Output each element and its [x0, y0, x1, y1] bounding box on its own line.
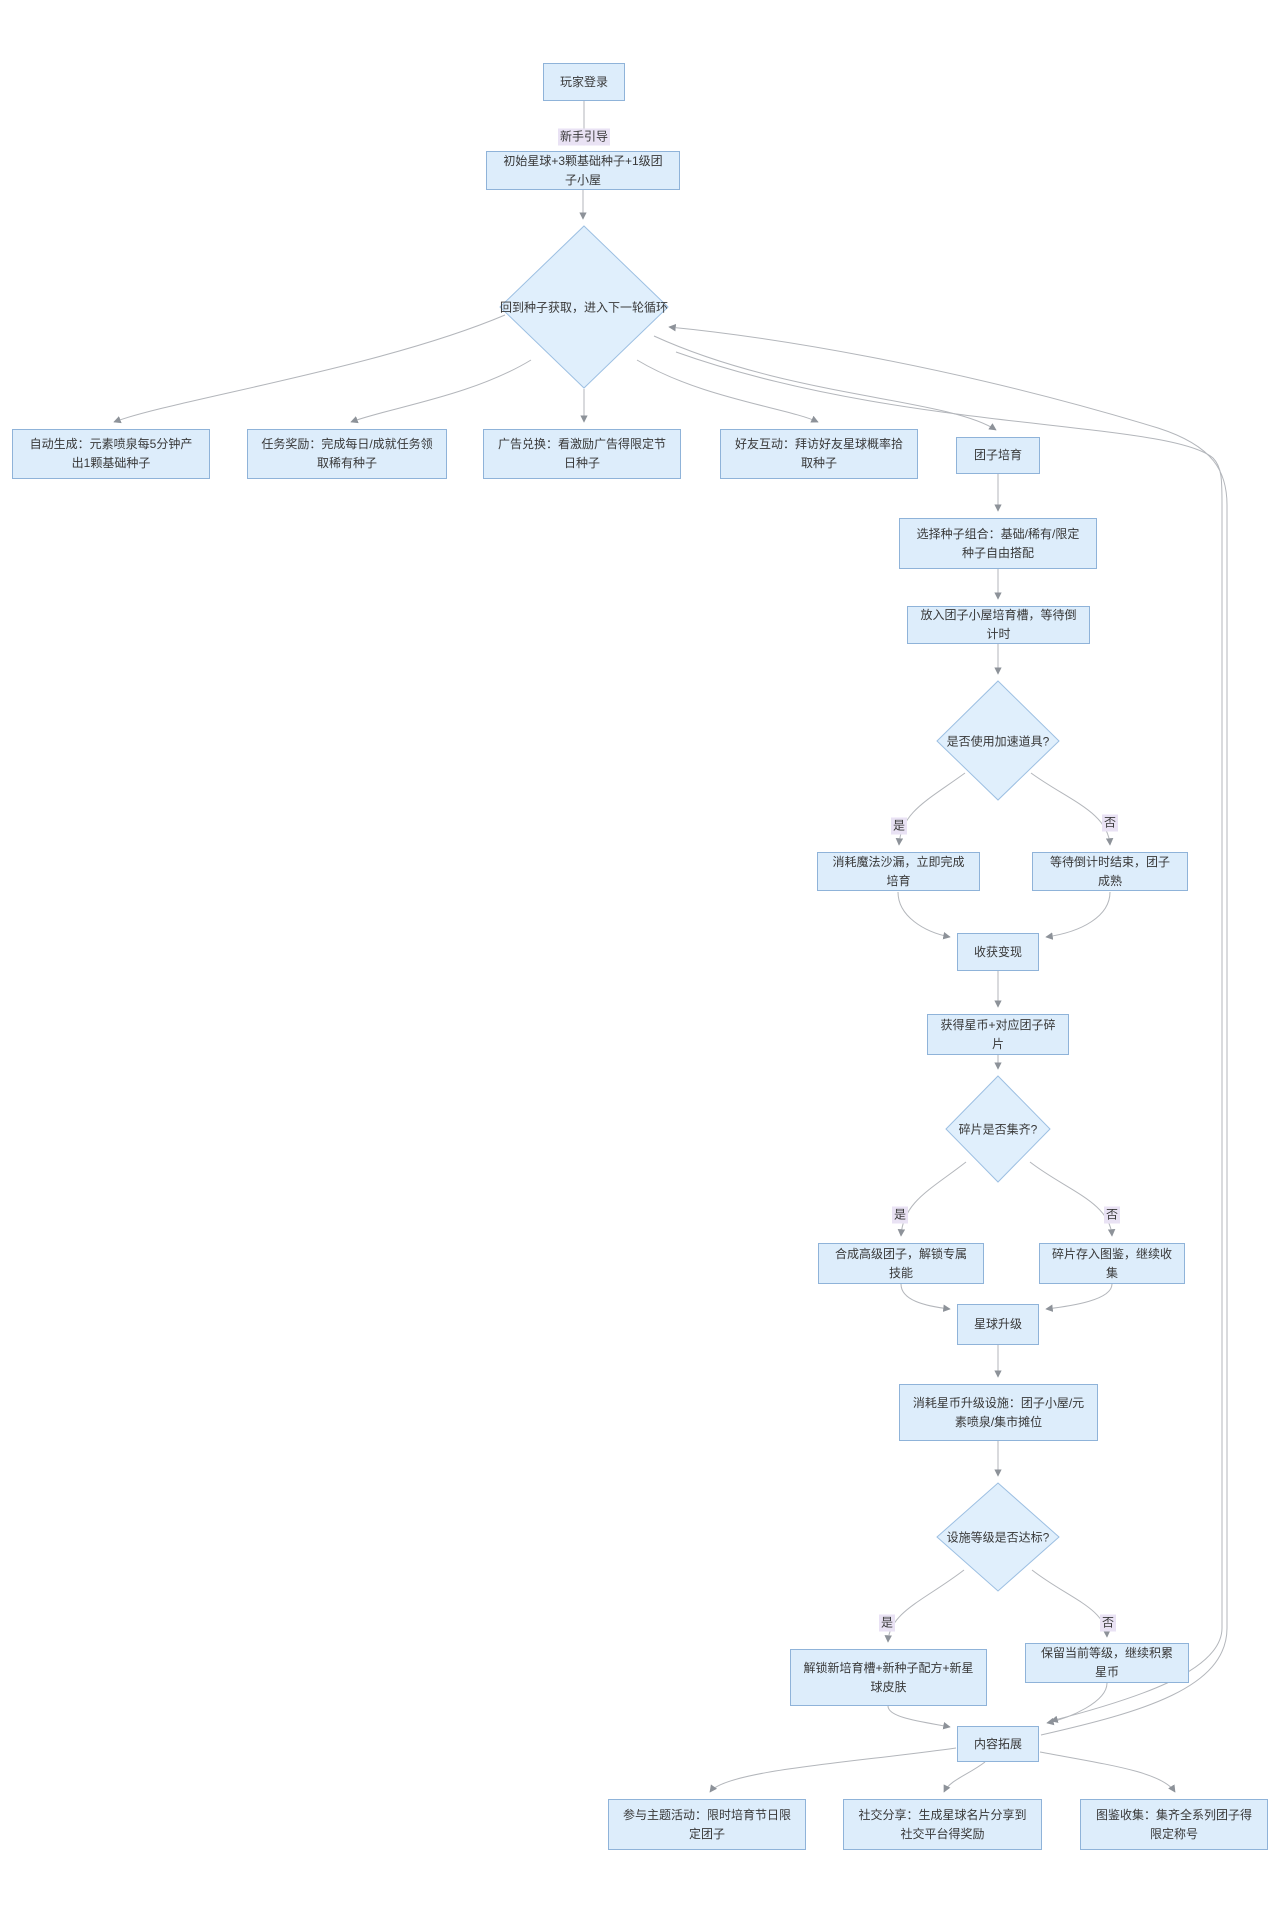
node-tuanzi-cultivation: 团子培育 [956, 437, 1040, 474]
edge-store-planetupgrade [1045, 1283, 1113, 1312]
node-wait-countdown: 等待倒计时结束，团子成熟 [1032, 852, 1188, 891]
use-accelerator-diamond-label: 是否使用加速道具? [946, 734, 1050, 749]
node-content-expansion: 内容拓展 [957, 1726, 1039, 1762]
edge-accelerator-yes [895, 772, 966, 846]
edge-content-cycle-loopback [668, 323, 1228, 1736]
node-unlock-new: 解锁新培育槽+新种子配方+新星球皮肤 [790, 1649, 987, 1706]
edge-synth-planetupgrade [900, 1283, 951, 1312]
edge-label-no-1: 否 [1101, 814, 1119, 832]
edge-accelerator-no [1030, 772, 1114, 846]
node-choose-seed-combo: 选择种子组合：基础/稀有/限定种子自由搭配 [899, 518, 1097, 569]
seed-cycle-diamond-label: 回到种子获取，进入下一轮循环 [499, 300, 669, 315]
edge-content-socialshare [943, 1761, 986, 1793]
edge-cycle-friend [636, 359, 819, 423]
edge-label-yes-3: 是 [878, 1614, 896, 1632]
node-store-fragments: 碎片存入图鉴，继续收集 [1039, 1243, 1185, 1284]
node-ad-exchange: 广告兑换：看激励广告得限定节日种子 [483, 429, 681, 479]
facility-level-diamond [936, 1482, 1060, 1592]
edge-cycle-autogenerate [113, 314, 506, 424]
use-accelerator-diamond [936, 680, 1060, 801]
fragments-complete-diamond [945, 1075, 1051, 1183]
edge-facilitycheck-no [1031, 1569, 1111, 1638]
edge-content-collection [1039, 1751, 1176, 1793]
node-auto-generate: 自动生成：元素喷泉每5分钟产出1颗基础种子 [12, 429, 210, 479]
fragments-complete-diamond-label: 碎片是否集齐? [958, 1122, 1038, 1137]
node-friend-interaction: 好友互动：拜访好友星球概率拾取种子 [720, 429, 918, 479]
edge-unlock-content [887, 1705, 951, 1730]
node-social-share: 社交分享：生成星球名片分享到社交平台得奖励 [843, 1799, 1042, 1850]
node-theme-activity: 参与主题活动：限时培育节日限定团子 [608, 1799, 806, 1850]
edge-content-themeactivity [709, 1747, 957, 1793]
edge-fragcheck-no [1029, 1161, 1116, 1237]
node-harvest: 收获变现 [957, 933, 1039, 971]
edge-fragcheck-yes [897, 1161, 967, 1237]
node-planet-upgrade: 星球升级 [957, 1304, 1039, 1345]
seed-cycle-diamond [499, 225, 669, 389]
edge-cycle-tuanzi [653, 335, 997, 431]
node-initial-planet: 初始星球+3颗基础种子+1级团子小屋 [486, 151, 680, 190]
node-synthesize-advanced: 合成高级团子，解锁专属技能 [818, 1243, 984, 1284]
edge-label-yes-1: 是 [890, 817, 908, 835]
edge-facilitycheck-yes [884, 1569, 965, 1643]
edge-label-no-3: 否 [1099, 1614, 1117, 1632]
edge-cycle-taskreward [350, 359, 532, 424]
edge-label-yes-2: 是 [891, 1206, 909, 1224]
node-catalog-collection: 图鉴收集：集齐全系列团子得限定称号 [1080, 1799, 1268, 1850]
node-put-into-slot: 放入团子小屋培育槽，等待倒计时 [907, 606, 1090, 644]
edge-label-onboarding: 新手引导 [557, 128, 611, 146]
edge-keeplevel-content [1046, 1682, 1108, 1726]
node-keep-level: 保留当前等级，继续积累星币 [1025, 1643, 1189, 1683]
node-consume-starcoin-upgrade: 消耗星币升级设施：团子小屋/元素喷泉/集市摊位 [899, 1384, 1098, 1441]
edge-hourglass-harvest [897, 891, 951, 940]
node-player-login: 玩家登录 [543, 63, 625, 101]
node-task-reward: 任务奖励：完成每日/成就任务领取稀有种子 [247, 429, 447, 479]
facility-level-diamond-label: 设施等级是否达标? [946, 1530, 1050, 1545]
edge-label-no-2: 否 [1103, 1206, 1121, 1224]
node-gain-starcoin: 获得星币+对应团子碎片 [927, 1014, 1069, 1055]
node-consume-hourglass: 消耗魔法沙漏，立即完成培育 [817, 852, 980, 891]
edge-countdown-harvest [1045, 891, 1111, 940]
